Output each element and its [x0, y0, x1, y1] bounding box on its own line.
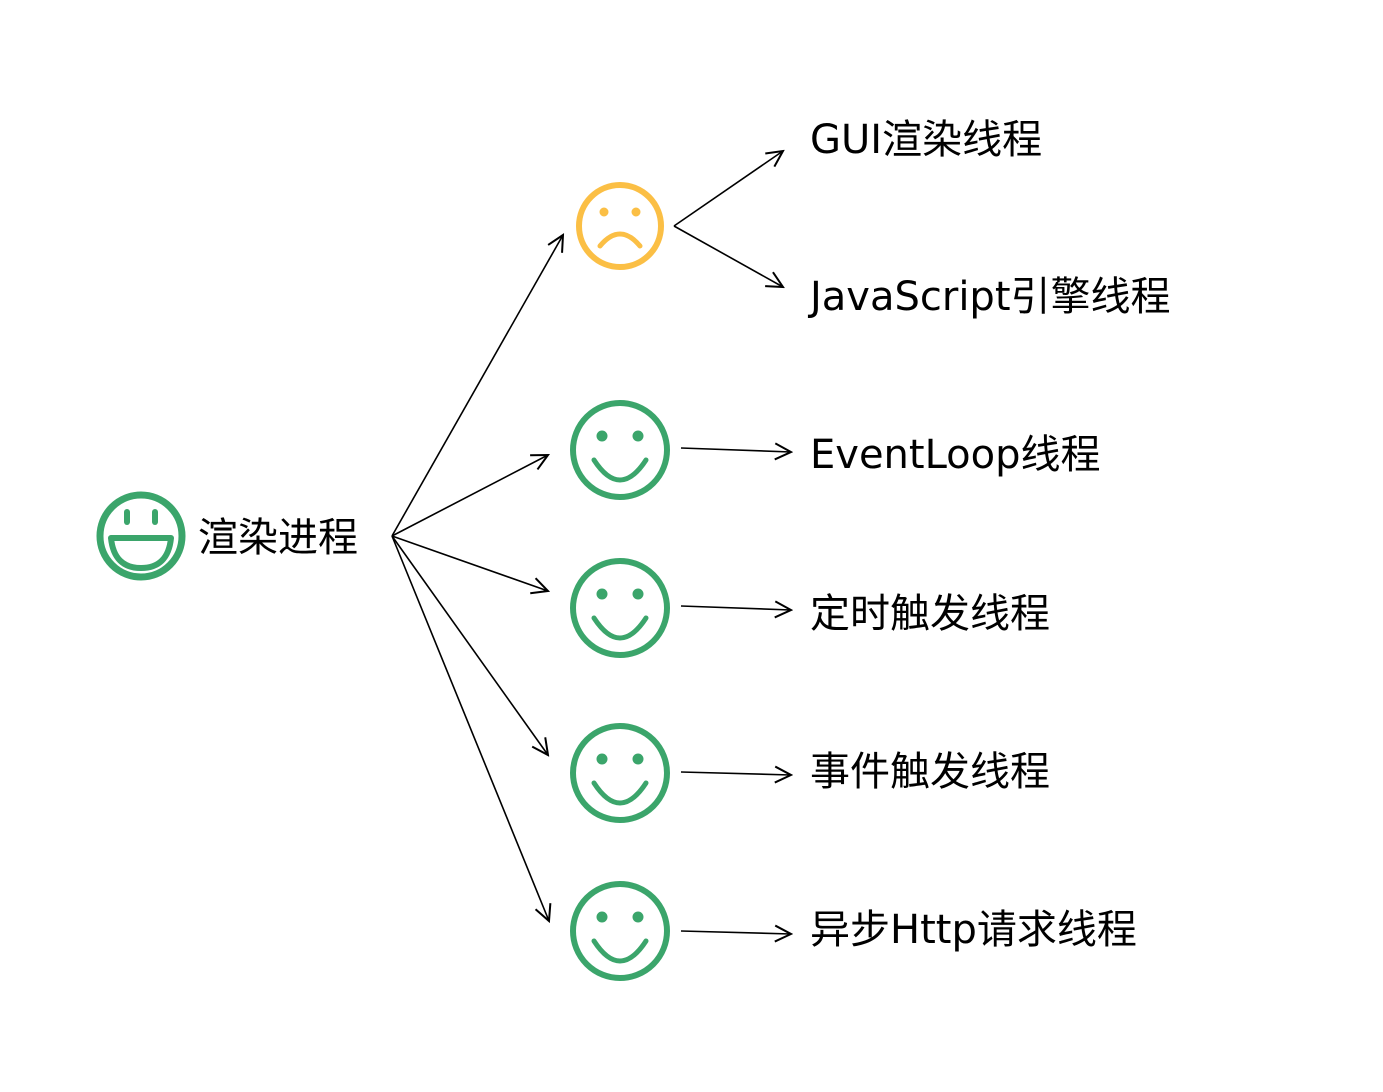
thread-label-gui: GUI渲染线程 — [810, 117, 1043, 163]
arrow-root-to-event — [391, 535, 548, 755]
arrow-root-to-eventloop — [391, 455, 548, 537]
arrow-to-event — [680, 772, 791, 775]
smile-face-icon — [570, 723, 670, 823]
thread-label-http: 异步Http请求线程 — [810, 907, 1137, 953]
arrow-root-to-sad — [391, 235, 563, 537]
thread-label-event: 事件触发线程 — [810, 749, 1050, 795]
arrow-to-timer — [680, 606, 791, 610]
sad-face-icon — [576, 182, 664, 270]
root-process-label: 渲染进程 — [198, 515, 358, 561]
thread-label-js-engine: JavaScript引擎线程 — [810, 274, 1171, 320]
arrow-to-http — [680, 931, 791, 934]
arrow-root-to-http — [391, 535, 549, 921]
arrow-sad-to-js — [673, 225, 783, 287]
arrow-to-eventloop — [680, 448, 791, 452]
thread-label-timer: 定时触发线程 — [810, 591, 1050, 637]
arrow-root-to-timer — [391, 535, 548, 591]
smile-face-icon — [570, 558, 670, 658]
arrow-sad-to-gui — [673, 151, 783, 227]
smile-face-icon — [570, 881, 670, 981]
smile-face-icon — [570, 400, 670, 500]
grin-face-icon — [96, 491, 186, 581]
thread-label-eventloop: EventLoop线程 — [810, 432, 1101, 478]
